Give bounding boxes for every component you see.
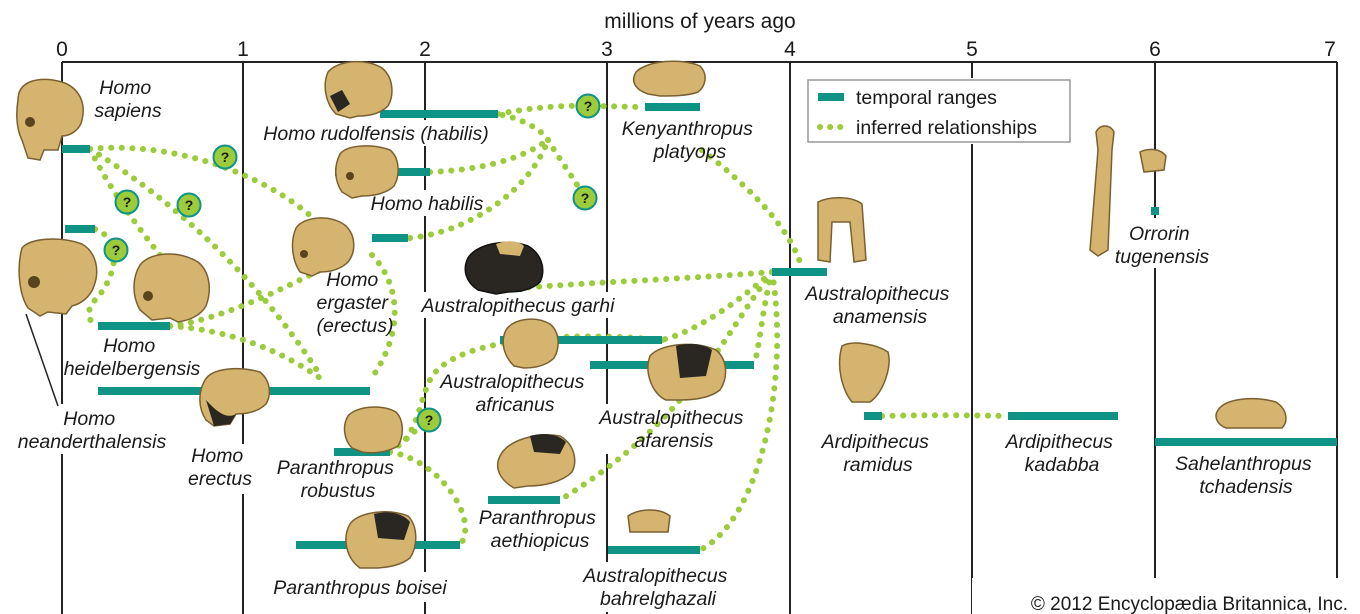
relation-anamensis-garhi (520, 272, 772, 288)
range-orrorin-tugenensis (1151, 207, 1159, 215)
axis-title: millions of years ago (604, 10, 795, 33)
svg-text:?: ? (112, 242, 121, 258)
australopithecus-anamensis-jaw-icon (818, 198, 866, 262)
paranthropus-boisei-skull-icon (346, 512, 416, 568)
tick-label-3: 3 (601, 38, 613, 61)
homo-erectus-skull-icon (200, 369, 270, 426)
svg-text:?: ? (425, 412, 434, 428)
neanderthal-pointer (26, 314, 58, 406)
question-marker: ? (116, 191, 139, 214)
range-paranthropus-aethiopicus (488, 496, 560, 504)
question-marker: ? (574, 187, 597, 210)
svg-text:?: ? (123, 194, 132, 210)
label-australopithecus-anamensis: Australopithecus anamensis (804, 283, 955, 328)
copyright-credit: © 2012 Encyclopædia Britannica, Inc. (1031, 594, 1348, 614)
tick-label-1: 1 (237, 38, 249, 61)
relation-ramidus-kadabba (882, 415, 1008, 416)
question-marker: ? (105, 239, 128, 262)
svg-text:?: ? (185, 197, 194, 213)
label-homo-rudolfensis: Homo rudolfensis (habilis) (263, 123, 488, 145)
label-homo-habilis: Homo habilis (371, 193, 484, 215)
kenyanthropus-platyops-skull-icon (634, 61, 705, 96)
relation-anamensis-africanus (662, 272, 772, 340)
tick-label-4: 4 (784, 38, 796, 61)
homo-rudolfensis-skull-icon (325, 62, 392, 118)
label-homo-sapiens: Homo sapiens (94, 77, 161, 122)
range-ardipithecus-ramidus (864, 412, 882, 420)
australopithecus-africanus-skull-icon (503, 319, 558, 368)
range-australopithecus-anamensis (772, 268, 827, 276)
label-australopithecus-garhi: Australopithecus garhi (421, 295, 616, 317)
australopithecus-afarensis-skull-icon (648, 344, 726, 400)
tick-label-6: 6 (1149, 38, 1161, 61)
label-ardipithecus-kadabba: Ardipithecus kadabba (1005, 431, 1119, 476)
label-paranthropus-boisei: Paranthropus boisei (273, 577, 447, 599)
legend-inferred-label: inferred relationships (856, 117, 1037, 139)
relation-sapiens-ergaster (90, 148, 325, 230)
relation-rudolfensis-platyops (498, 106, 645, 114)
svg-text:?: ? (581, 190, 590, 206)
range-australopithecus-bahrelghazali (608, 546, 700, 554)
relation-platyops-anamensis (702, 150, 800, 262)
homo-neanderthalensis-skull-icon (19, 239, 97, 316)
range-kenyanthropus-platyops (645, 103, 700, 111)
question-marker: ? (418, 409, 441, 432)
legend-temporal-swatch (818, 93, 844, 101)
label-australopithecus-bahrelghazali: Australopithecus bahrelghazali (582, 565, 733, 610)
paranthropus-robustus-skull-icon (345, 407, 403, 453)
label-homo-heidelbergensis: Homo heidelbergensis (64, 335, 201, 380)
svg-text:?: ? (221, 149, 230, 165)
tick-label-2: 2 (419, 38, 431, 61)
range-homo-heidelbergensis (98, 322, 170, 330)
homo-heidelbergensis-skull-icon (134, 254, 209, 322)
tick-label-0: 0 (56, 38, 68, 61)
homo-habilis-skull-icon (336, 146, 398, 198)
range-homo-ergaster (372, 234, 408, 242)
range-homo-neanderthalensis (65, 225, 95, 233)
range-homo-rudolfensis (380, 110, 498, 118)
australopithecus-bahrelghazali-jaw-icon (628, 510, 670, 532)
range-sahelanthropus-tchadensis (1155, 438, 1337, 446)
legend-temporal-label: temporal ranges (856, 87, 997, 109)
tick-label-5: 5 (966, 38, 978, 61)
ardipithecus-ramidus-fossil-icon (840, 343, 889, 402)
sahelanthropus-tchadensis-skull-icon (1216, 399, 1286, 428)
label-paranthropus-aethiopicus: Paranthropus aethiopicus (479, 507, 602, 552)
label-homo-erectus: Homo erectus (188, 445, 252, 490)
question-marker: ? (577, 95, 600, 118)
label-homo-ergaster: Homo ergaster (erectus) (317, 269, 394, 337)
australopithecus-garhi-skull-icon (465, 241, 542, 294)
range-homo-sapiens (62, 145, 90, 153)
range-ardipithecus-kadabba (1008, 412, 1118, 420)
svg-text:?: ? (584, 98, 593, 114)
label-ardipithecus-ramidus: Ardipithecus ramidus (821, 431, 935, 476)
question-marker: ? (214, 146, 237, 169)
tick-label-7: 7 (1324, 38, 1336, 61)
paranthropus-aethiopicus-skull-icon (498, 434, 575, 488)
relation-erectus-root (410, 140, 548, 238)
legend: temporal ranges inferred relationships (808, 80, 1070, 142)
question-marker: ? (178, 194, 201, 217)
